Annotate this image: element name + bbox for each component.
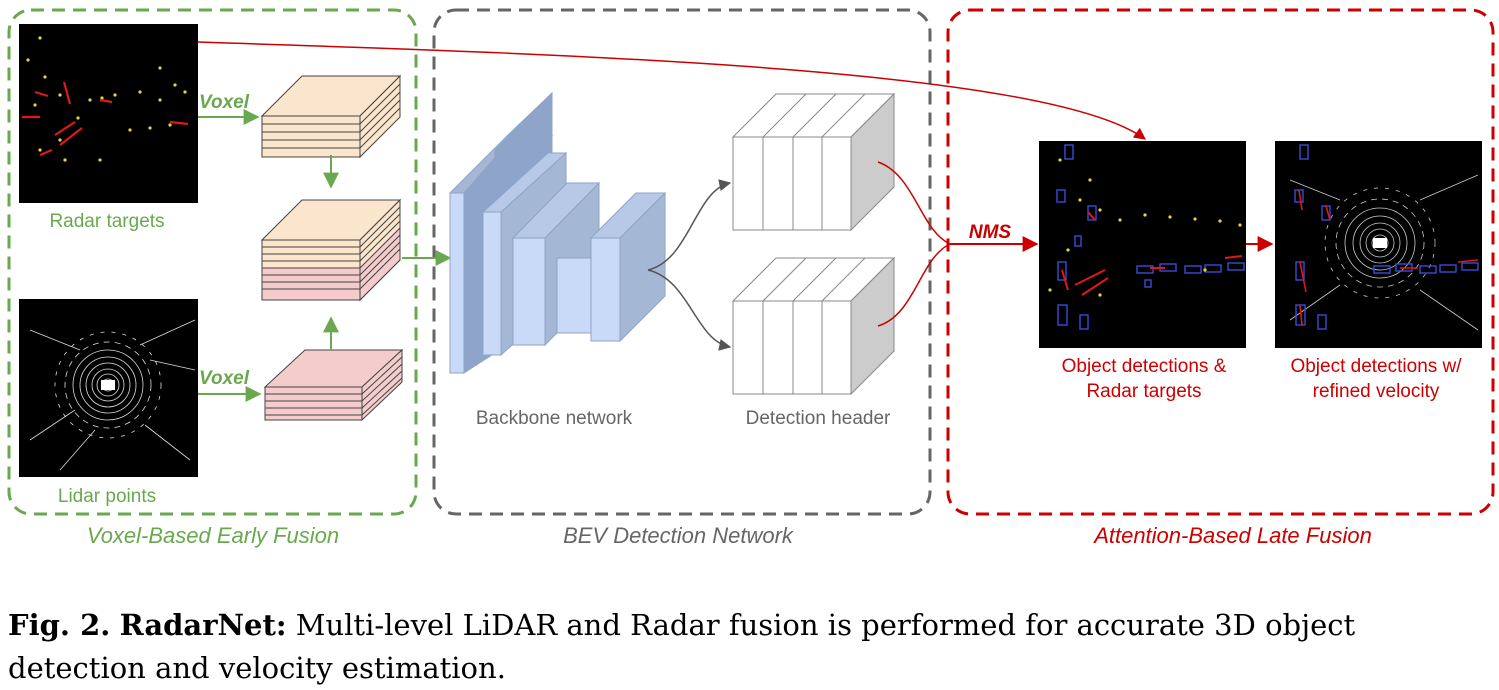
- det-radar-label-1: Object detections &: [1062, 356, 1227, 377]
- header-top-to-nms: [877, 161, 951, 245]
- voxel-label-top: Voxel: [199, 92, 250, 113]
- detection-header-top: [731, 92, 896, 232]
- to-header-bottom-arrow: [647, 269, 732, 351]
- detection-header-label: Detection header: [746, 408, 891, 429]
- caption-label: Fig. 2.: [8, 608, 111, 642]
- radar-bev-image: [19, 24, 198, 203]
- late-fusion-title: Attention-Based Late Fusion: [1092, 523, 1372, 548]
- backbone-network: [448, 91, 667, 374]
- radar-skip-arrow: [197, 41, 1146, 140]
- det-radar-label-2: Radar targets: [1086, 381, 1201, 402]
- early-fusion-title: Voxel-Based Early Fusion: [87, 523, 339, 548]
- early-fusion-box: [7, 8, 418, 516]
- nms-label: NMS: [969, 222, 1012, 243]
- figure-caption: Fig. 2. RadarNet: Multi-level LiDAR and …: [8, 604, 1494, 690]
- header-bottom-to-nms: [877, 243, 951, 327]
- bev-network-title: BEV Detection Network: [563, 523, 794, 548]
- to-header-top-arrow: [647, 179, 732, 271]
- caption-text: Multi-level LiDAR and Radar fusion is pe…: [8, 608, 1356, 685]
- fused-voxel-stack: [260, 198, 402, 302]
- backbone-label: Backbone network: [476, 408, 633, 429]
- detections-with-velocity-image: [1275, 141, 1482, 348]
- lidar-points-label: Lidar points: [58, 486, 156, 507]
- radar-targets-label: Radar targets: [49, 211, 164, 232]
- late-fusion-box: [946, 8, 1495, 516]
- detections-with-radar-image: [1039, 141, 1246, 348]
- radarnet-diagram: Radar targets Lidar points Voxel Voxel B…: [7, 8, 1495, 548]
- caption-title: RadarNet:: [119, 608, 287, 642]
- voxel-label-bottom: Voxel: [199, 368, 250, 389]
- det-vel-label-1: Object detections w/: [1290, 356, 1462, 377]
- det-vel-label-2: refined velocity: [1313, 381, 1440, 402]
- detection-header-bottom: [731, 256, 896, 396]
- lidar-bev-image: [19, 299, 198, 477]
- radar-voxel-stack: [260, 74, 402, 159]
- lidar-voxel-stack: [263, 348, 404, 422]
